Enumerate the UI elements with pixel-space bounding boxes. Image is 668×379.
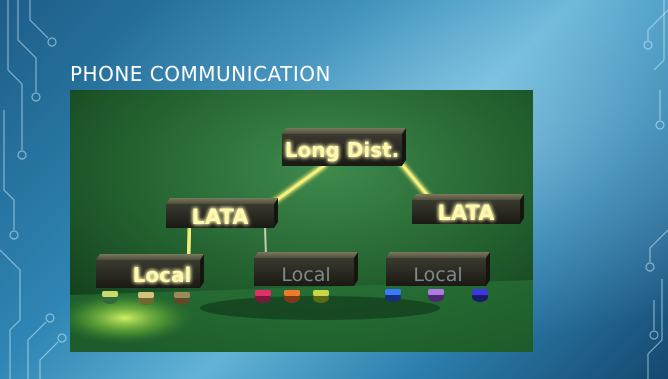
telephone-icon bbox=[313, 290, 329, 303]
lata-left-label: LATA bbox=[192, 205, 250, 229]
local-box-middle: Local bbox=[254, 252, 358, 286]
telephone-icon bbox=[255, 290, 271, 303]
lata-box-right: LATA bbox=[412, 194, 524, 225]
long-distance-label: Long Dist. bbox=[285, 138, 400, 162]
telephone-icon bbox=[428, 289, 444, 302]
telephone-handsets bbox=[102, 289, 488, 305]
telephone-icon bbox=[284, 290, 300, 303]
circuit-decoration-right bbox=[643, 0, 668, 379]
lata-right-label: LATA bbox=[438, 201, 496, 225]
telephone-icon bbox=[174, 292, 190, 305]
local-middle-label: Local bbox=[281, 264, 330, 286]
circuit-decoration-left bbox=[0, 0, 67, 379]
local-left-label: Local bbox=[133, 263, 192, 287]
telephone-icon bbox=[102, 291, 118, 304]
network-hierarchy-image: Long Dist. LATA LATA Local bbox=[70, 90, 533, 352]
slide-title: PHONE COMMUNICATION bbox=[70, 62, 331, 86]
floor-glow bbox=[70, 292, 195, 344]
local-box-left: Local bbox=[96, 254, 204, 288]
telephone-icon bbox=[472, 289, 488, 302]
local-right-label: Local bbox=[413, 264, 462, 286]
telephone-icon bbox=[385, 289, 401, 302]
lata-box-left: LATA bbox=[166, 198, 278, 229]
telephone-icon bbox=[138, 292, 154, 305]
long-distance-box: Long Dist. bbox=[282, 128, 406, 166]
local-box-right: Local bbox=[386, 252, 490, 286]
